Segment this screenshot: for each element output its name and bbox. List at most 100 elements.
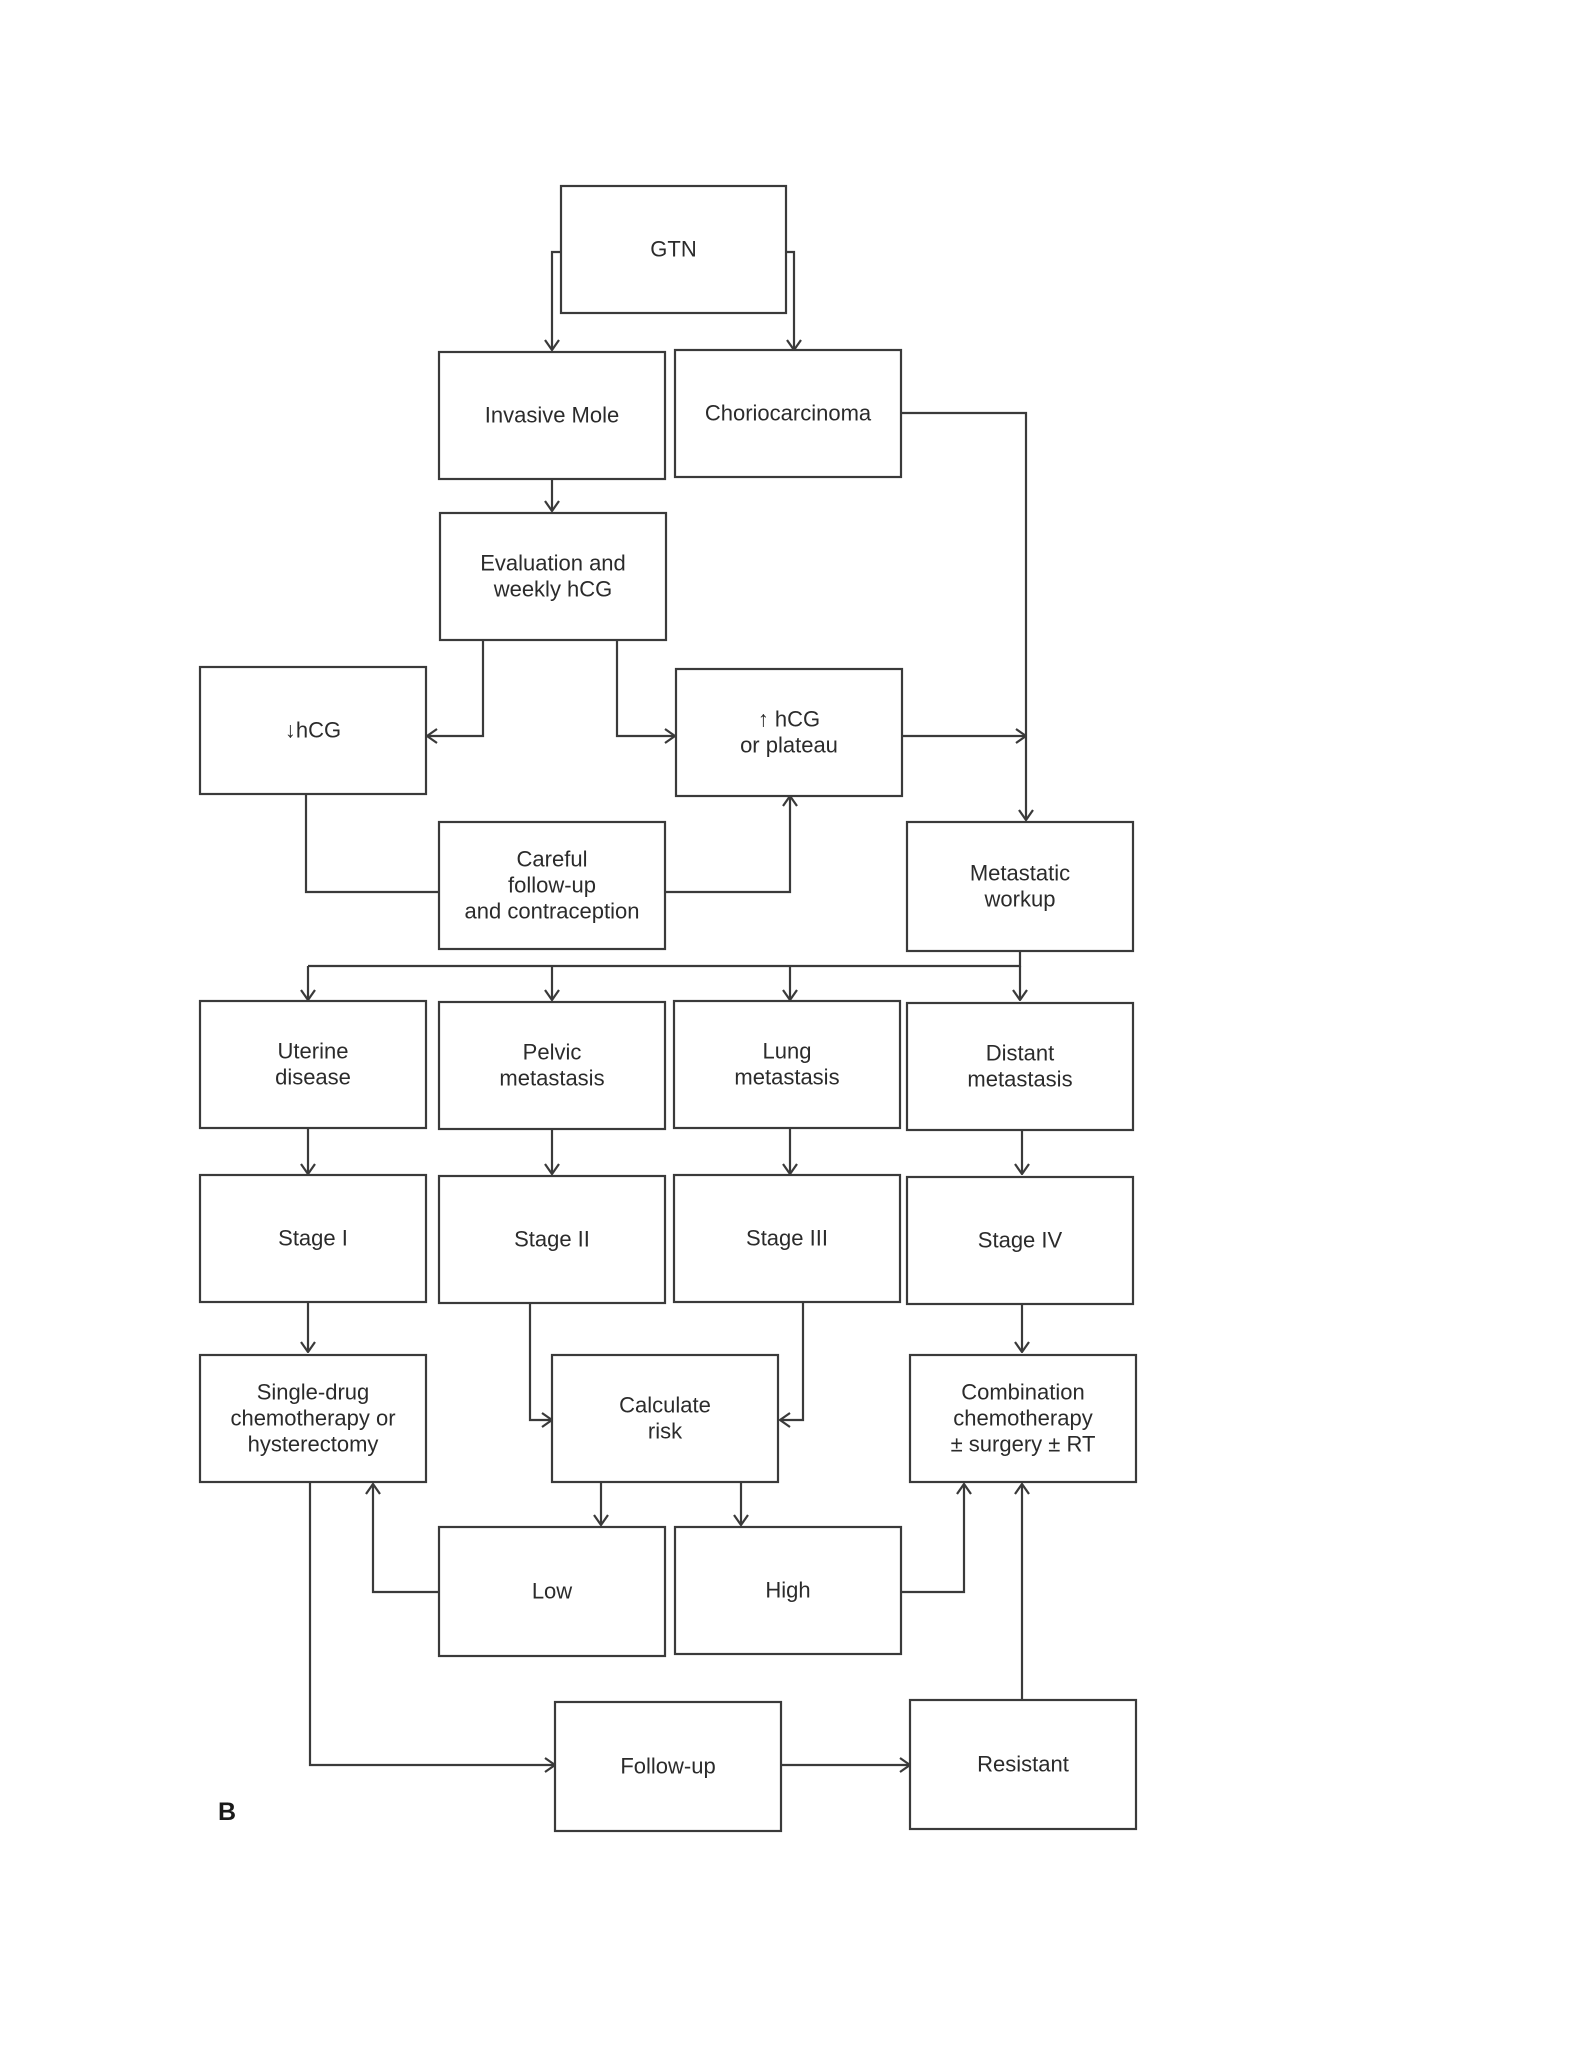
node-invasive-mole: Invasive Mole (437, 350, 667, 481)
node-label-line: Uterine (278, 1039, 349, 1064)
node-high: High (673, 1525, 903, 1656)
node-label-line: Combination (961, 1380, 1085, 1405)
node-label-line: Stage III (746, 1226, 828, 1251)
node-label-line: High (765, 1578, 810, 1603)
edge-high-combination (901, 1484, 964, 1594)
node-box (673, 348, 903, 479)
node-stage-4: Stage IV (905, 1175, 1135, 1306)
node-resistant: Resistant (908, 1698, 1138, 1831)
edge-low-single-drug (373, 1484, 439, 1594)
node-label-line: and contraception (465, 899, 640, 924)
node-label-line: Distant (986, 1041, 1054, 1066)
node-box (905, 1175, 1135, 1306)
node-low: Low (437, 1525, 667, 1658)
node-label-line: weekly hCG (493, 577, 613, 602)
node-box (198, 999, 428, 1130)
node-box (198, 1173, 428, 1304)
node-box (674, 667, 904, 798)
node-label-line: Invasive Mole (485, 403, 620, 428)
node-label-line: Low (532, 1579, 572, 1604)
node-stage-3: Stage III (672, 1173, 902, 1304)
node-box (437, 1000, 667, 1131)
node-label-line: workup (984, 887, 1056, 912)
node-label-line: metastasis (734, 1065, 839, 1090)
node-label-line: hysterectomy (248, 1432, 379, 1457)
node-label-line: or plateau (740, 733, 838, 758)
node-label-line: Resistant (977, 1752, 1069, 1777)
edge-stage-2-calculate-risk (528, 1303, 552, 1420)
node-label-line: metastasis (967, 1067, 1072, 1092)
edge-single-drug-follow-up (308, 1482, 555, 1765)
edge-choriocarcinoma-metastatic-workup (901, 411, 1026, 820)
node-hcg-decrease: ↓hCG (198, 665, 428, 796)
node-box (437, 1525, 667, 1658)
node-stage-2: Stage II (437, 1174, 667, 1305)
node-label-line: ± surgery ± RT (951, 1432, 1096, 1457)
node-box (437, 820, 667, 951)
panel-label: B (218, 1798, 236, 1826)
node-label-line: GTN (650, 237, 696, 262)
node-box (672, 999, 902, 1130)
node-label-line: Careful (517, 847, 588, 872)
node-box (905, 820, 1135, 953)
node-box (672, 1173, 902, 1304)
node-box (437, 1174, 667, 1305)
edge-evaluation-hcg-decrease (427, 640, 485, 736)
edge-evaluation-hcg-increase (615, 640, 675, 736)
node-label-line: follow-up (508, 873, 596, 898)
node-label-line: Follow-up (620, 1754, 715, 1779)
node-label-line: disease (275, 1065, 351, 1090)
node-label-line: Calculate (619, 1393, 711, 1418)
flowchart-nodes: GTN Invasive Mole ChoriocarcinomaEvaluatio… (198, 184, 1138, 1833)
node-stage-1: Stage I (198, 1173, 428, 1304)
node-label-line: ↑ hCG (758, 707, 820, 732)
node-box (438, 511, 668, 642)
node-label-line: chemotherapy (953, 1406, 1092, 1431)
node-label-line: Stage II (514, 1227, 590, 1252)
edge-follow-up-contraception-hcg-increase (664, 796, 790, 894)
node-label-line: Stage I (278, 1226, 348, 1251)
node-label-line: Stage IV (978, 1228, 1063, 1253)
node-box (550, 1353, 780, 1484)
node-box (908, 1698, 1138, 1831)
node-label-line: risk (648, 1419, 683, 1444)
node-label-line: metastasis (499, 1066, 604, 1091)
edge-stage-3-calculate-risk (780, 1302, 805, 1420)
node-box (905, 1001, 1135, 1132)
node-label-line: chemotherapy or (230, 1406, 395, 1431)
edge-hcg-decrease-follow-up-contraception (304, 794, 439, 894)
node-gtn: GTN (559, 184, 788, 315)
node-box (553, 1700, 783, 1833)
node-label-line: Evaluation and (480, 551, 626, 576)
node-label-line: Single-drug (257, 1380, 370, 1405)
edge-gtn-invasive-mole (552, 250, 561, 350)
node-label-line: Metastatic (970, 861, 1070, 886)
node-choriocarcinoma: Choriocarcinoma (673, 348, 903, 479)
node-follow-up: Follow-up (553, 1700, 783, 1833)
connector-lines (304, 250, 1026, 1765)
node-label-line: Lung (763, 1039, 812, 1064)
node-box (437, 350, 667, 481)
node-box (198, 665, 428, 796)
node-label-line: Choriocarcinoma (705, 401, 872, 426)
node-label-line: Pelvic (523, 1040, 582, 1065)
node-box (198, 1353, 428, 1484)
node-box (908, 1353, 1138, 1484)
node-box (559, 184, 788, 315)
edge-gtn-choriocarcinoma (786, 250, 794, 350)
node-label-line: ↓hCG (285, 718, 341, 743)
edge-metastatic-workup-branch-bus (308, 951, 1022, 968)
node-box (673, 1525, 903, 1656)
